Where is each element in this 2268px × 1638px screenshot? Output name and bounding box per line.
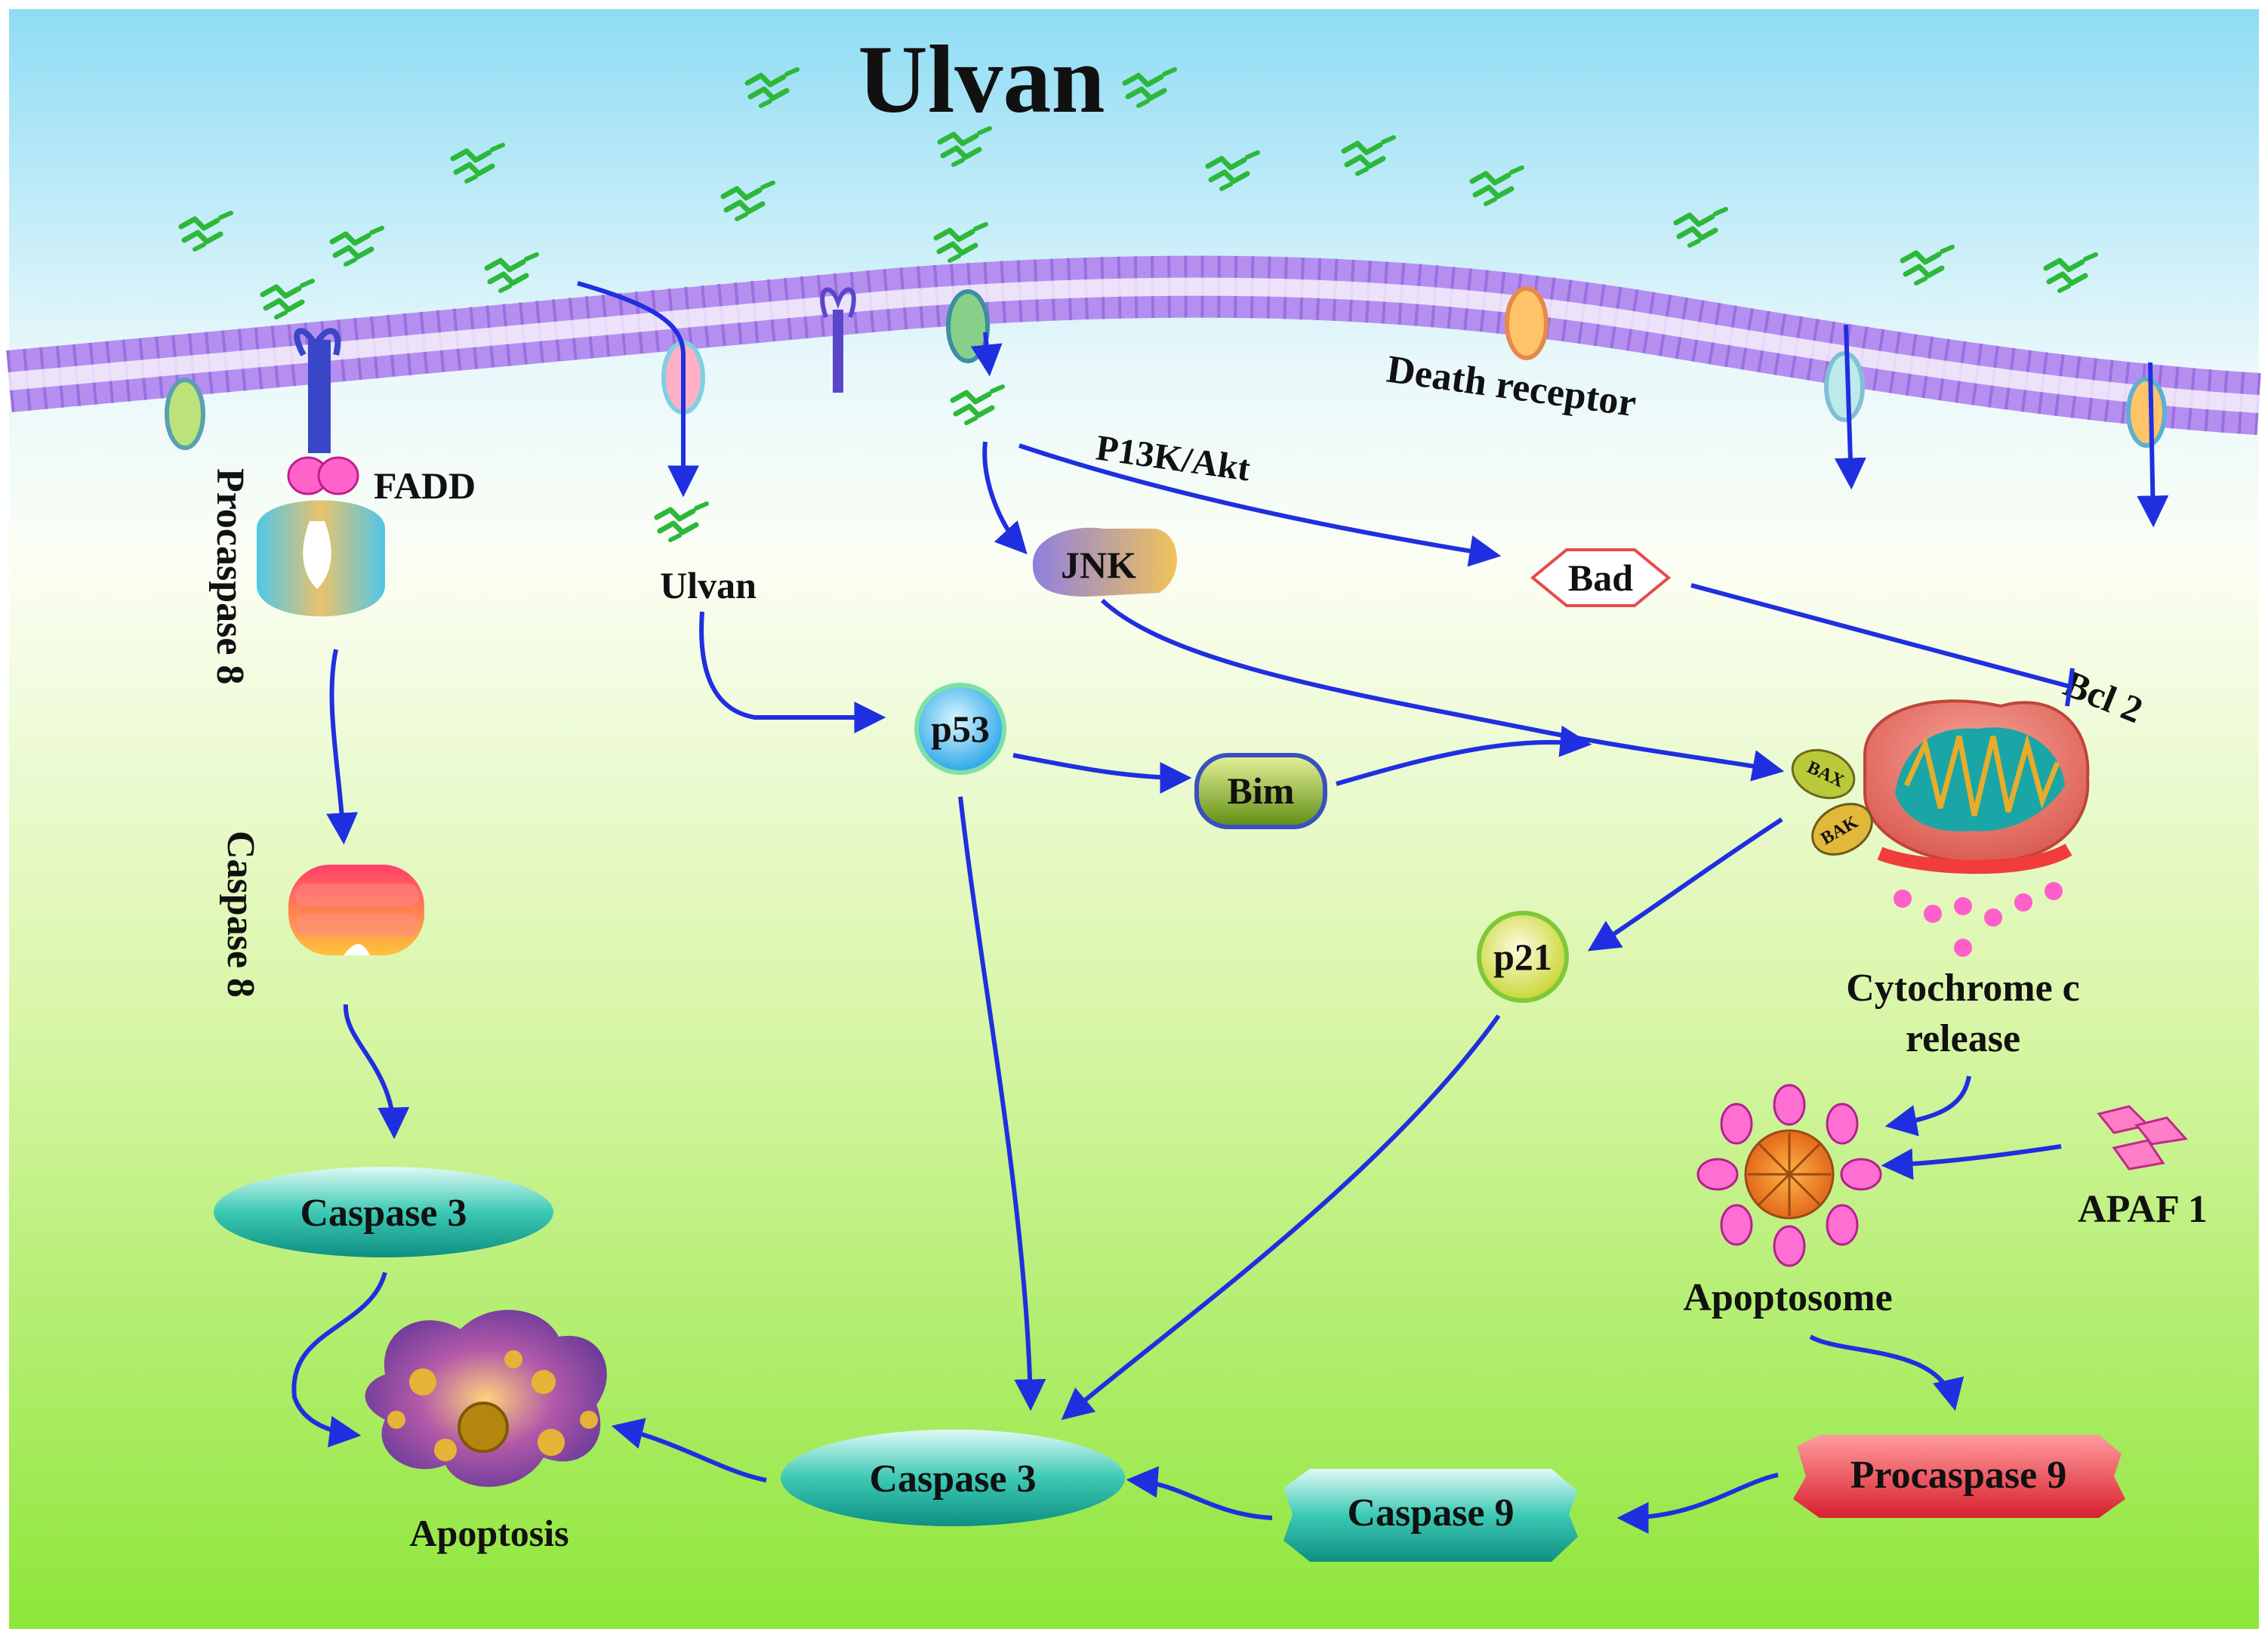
jnk-node: JNK (1032, 527, 1177, 597)
bad-label: Bad (1568, 557, 1633, 599)
bak-node: BAK (1811, 803, 1873, 856)
p53-label: p53 (931, 708, 990, 750)
caspase8-shape (288, 865, 424, 955)
title: Ulvan (858, 26, 1105, 133)
procaspase9-node: Procaspase 9 (1793, 1435, 2125, 1518)
p21-label: p21 (1493, 936, 1552, 978)
caspase3-left-node: Caspase 3 (214, 1167, 553, 1257)
procaspase8-label: Procaspase 8 (208, 468, 251, 684)
procaspase9-label: Procaspase 9 (1850, 1454, 2066, 1497)
p21-node: p21 (1477, 911, 1569, 1003)
bax-node: BAX (1791, 748, 1856, 800)
caspase9-label: Caspase 9 (1347, 1491, 1514, 1535)
bim-node: Bim (1194, 753, 1327, 829)
caspase9-node: Caspase 9 (1283, 1469, 1578, 1562)
caspase3-center-label: Caspase 3 (869, 1458, 1036, 1501)
cell-membrane (6, 255, 2261, 435)
apoptosis-label: Apoptosis (409, 1512, 569, 1554)
apoptotic-cell (365, 1309, 607, 1487)
apoptosome-shape (1696, 1084, 1882, 1267)
cytochrome-label-line1: Cytochrome c (1846, 967, 2080, 1010)
jnk-label: JNK (1061, 544, 1136, 586)
fadd-receptor (287, 328, 359, 495)
fadd-label: FADD (374, 464, 476, 507)
apaf1-shape (2097, 1105, 2188, 1171)
pathway-arrows (291, 281, 2169, 1534)
p53-node: p53 (914, 683, 1006, 775)
apoptosome-label: Apoptosome (1683, 1276, 1892, 1319)
mitochondrion (1863, 699, 2090, 957)
caspase3-left-label: Caspase 3 (300, 1192, 467, 1235)
caspase3-center-node: Caspase 3 (781, 1430, 1125, 1526)
caspase8-label: Caspase 8 (219, 831, 262, 998)
bim-label: Bim (1228, 770, 1295, 812)
apaf1-label: APAF 1 (2078, 1188, 2208, 1231)
ulvan-inner-label: Ulvan (660, 564, 757, 606)
procaspase8-shape (257, 500, 385, 617)
cytochrome-label-line2: release (1906, 1017, 2020, 1060)
bad-node: Bad (1530, 548, 1672, 607)
